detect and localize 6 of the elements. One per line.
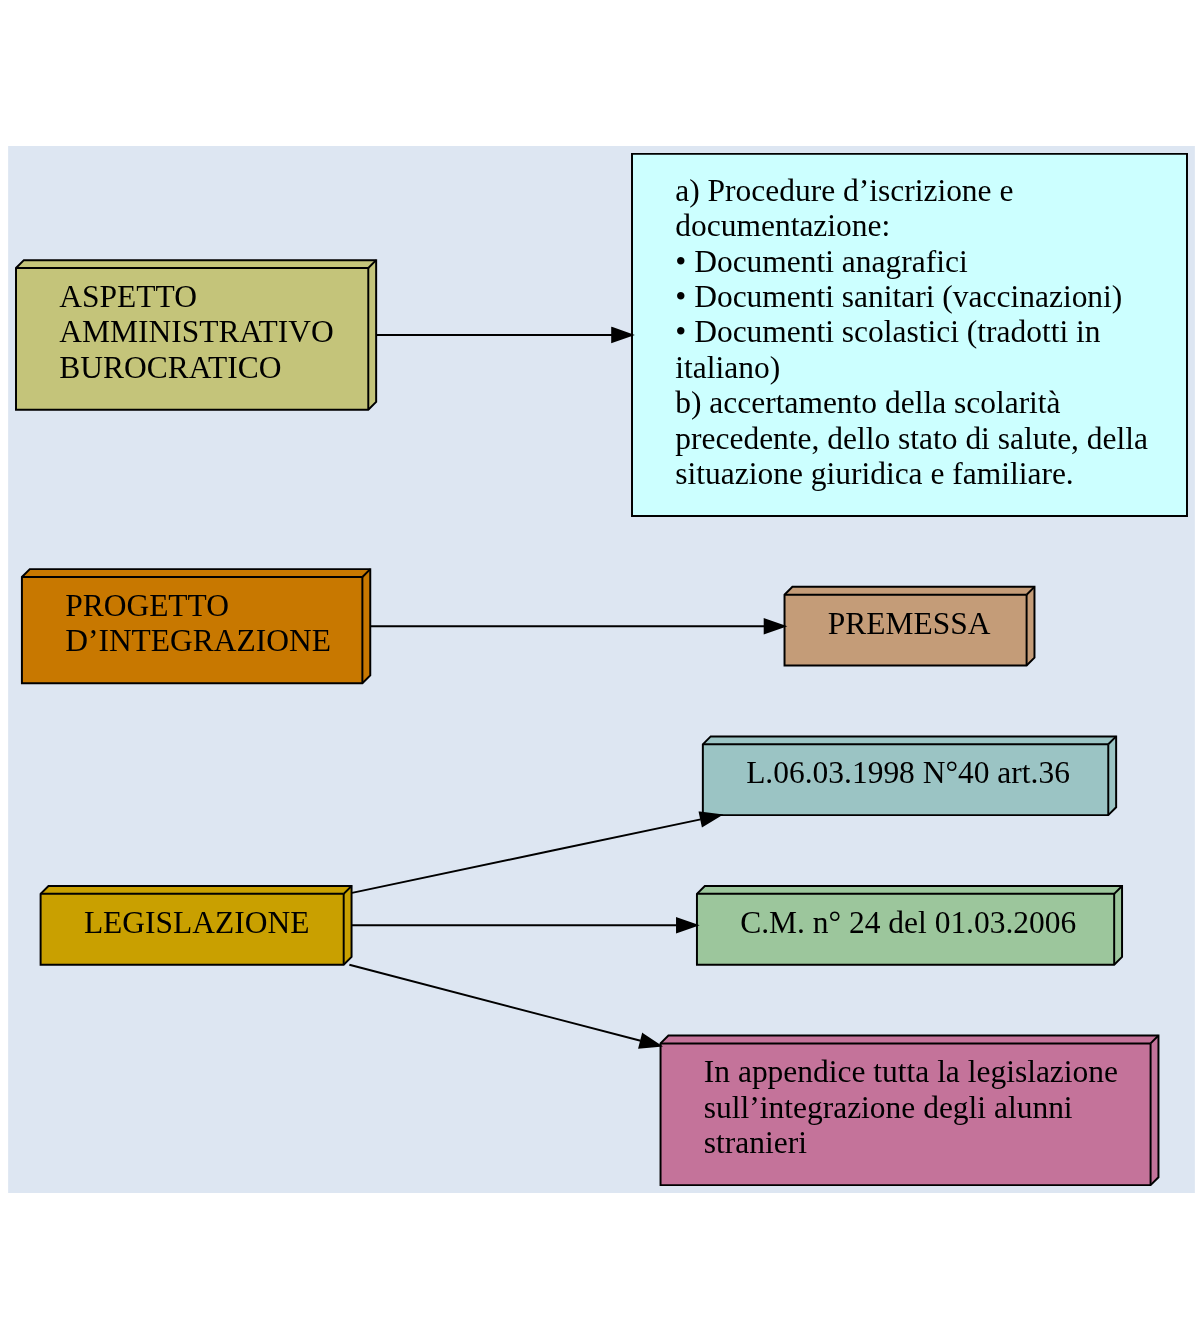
arrow [369, 617, 788, 634]
arrow [351, 916, 700, 934]
arrow [348, 963, 664, 1049]
arrow [351, 810, 724, 894]
arrow [375, 326, 635, 343]
node-box: a) Procedure d’iscrizione e documentazione: • Documenti anagrafici • Documenti sanitari (vaccinazioni) • Documenti scolastici (tradotti in italiano) b) accertamento della scolarità precedente, dello stato di salute, della situazione giuridica e familiare. [631, 152, 1188, 517]
